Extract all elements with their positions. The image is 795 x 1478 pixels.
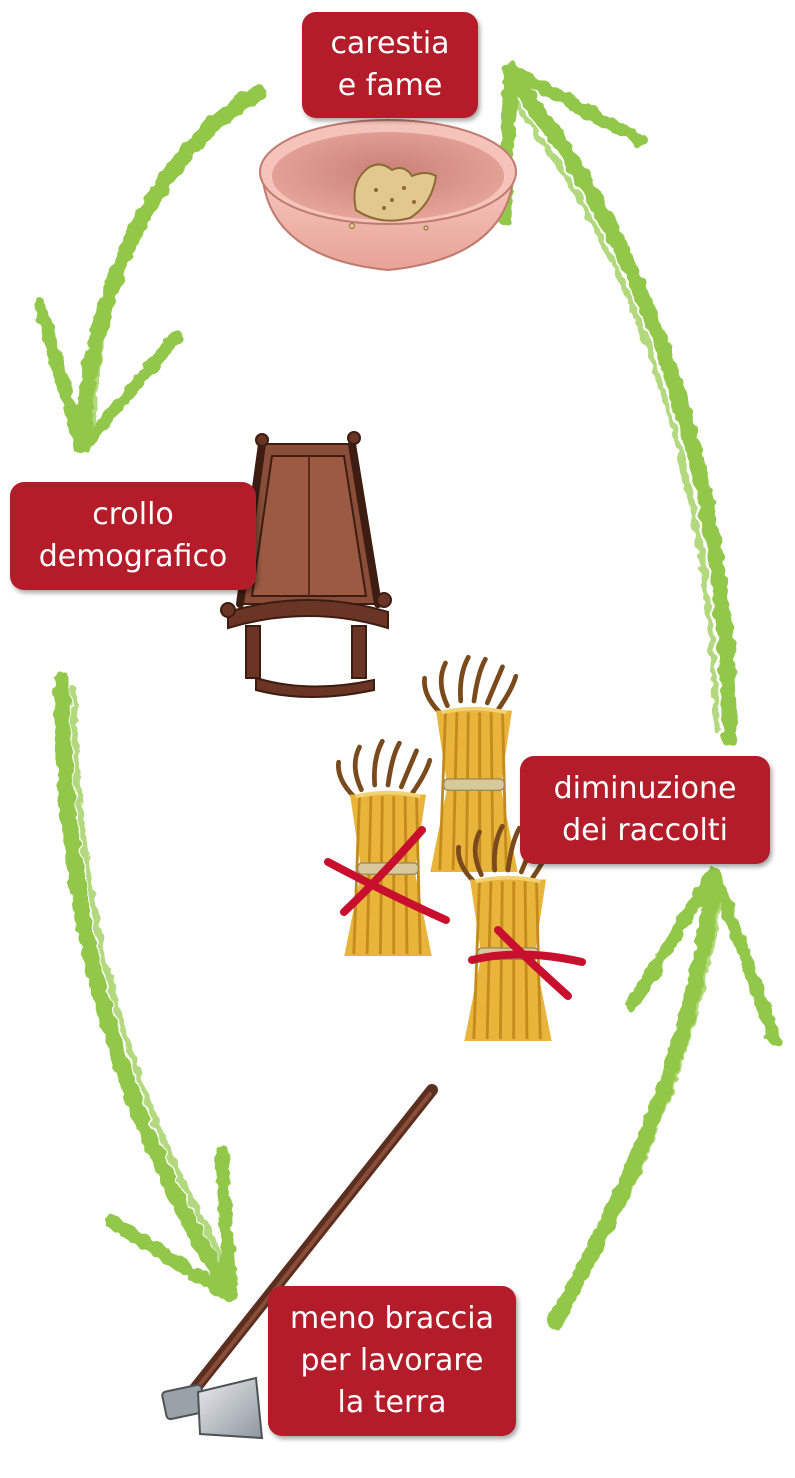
hoe-icon [161,1084,438,1440]
label-famine: carestia e fame [302,12,478,118]
label-demographic-collapse: crollo demografico [10,482,256,590]
label-famine-line2: e fame [337,68,443,103]
cross-mark-icon [324,826,586,1000]
label-demographic-line2: demografico [38,539,228,574]
arrow-harvest-to-famine [498,63,738,746]
label-harvest-line1: diminuzione [553,771,737,806]
arrow-demo-to-arms [54,672,237,1303]
label-demographic-line1: crollo [92,497,174,532]
label-harvest-decrease: diminuzione dei raccolti [520,756,770,864]
label-arms-line1: meno braccia [289,1301,495,1336]
label-arms-line2: per lavorare [300,1343,484,1378]
bowl-icon [259,119,517,272]
arrow-arms-to-harvest [547,865,782,1330]
bread-icon [349,163,438,231]
label-fewer-hands: meno braccia per lavorare la terra [268,1286,516,1436]
arrow-famine-to-demo [33,84,266,455]
label-arms-line3: la terra [337,1385,447,1420]
label-harvest-line2: dei raccolti [562,813,728,848]
label-famine-line1: carestia [330,26,450,61]
